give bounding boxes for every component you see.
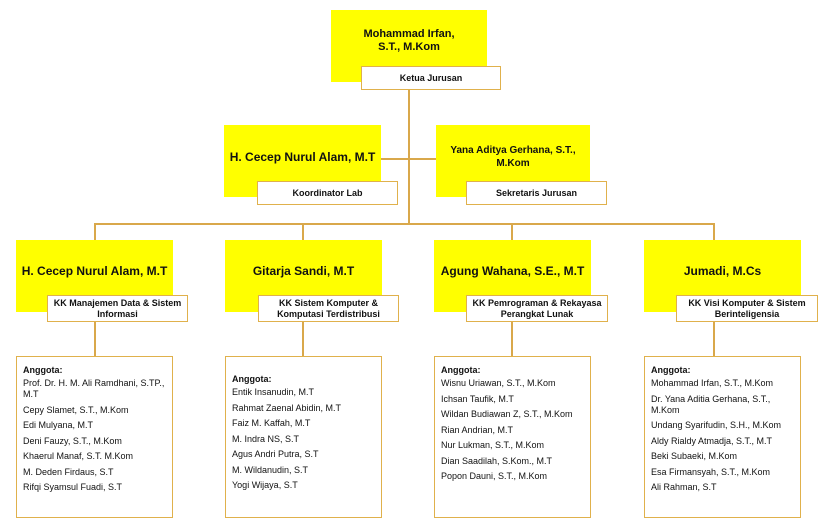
list-item: Yogi Wijaya, S.T <box>232 480 298 490</box>
members-heading: Anggota: <box>232 374 272 384</box>
members-heading: Anggota: <box>23 365 63 375</box>
list-item: Nur Lukman, S.T., M.Kom <box>441 440 545 450</box>
list-item: Khaerul Manaf, S.T. M.Kom <box>23 451 134 461</box>
connector-members-1 <box>94 321 96 357</box>
list-item: Ali Rahman, S.T <box>651 482 717 492</box>
group-title-box: KK Sistem Komputer & Komputasi Terdistri… <box>258 295 399 322</box>
connector-drop-3 <box>511 223 513 241</box>
list-item: Aldy Rialdy Atmadja, S.T., M.T <box>651 435 773 446</box>
coordinator-title: Koordinator Lab <box>292 187 363 198</box>
list-item: Entik Insanudin, M.T <box>232 387 315 397</box>
group-members-box: Anggota: Entik Insanudin, M.T Rahmat Zae… <box>225 356 382 518</box>
secretary-name: Yana Aditya Gerhana, S.T., M.Kom <box>450 145 576 169</box>
list-item: Rahmat Zaenal Abidin, M.T <box>232 402 342 413</box>
list-item: Wisnu Uriawan, S.T., M.Kom <box>441 378 556 388</box>
group-title-box: KK Manajemen Data & Sistem Informasi <box>47 295 188 322</box>
list-item: Deni Fauzy, S.T., M.Kom <box>23 435 122 446</box>
members-list: Wisnu Uriawan, S.T., M.Kom Ichsan Taufik… <box>441 378 584 482</box>
list-item: Agus Andri Putra, S.T <box>232 449 319 459</box>
list-item: Popon Dauni, S.T., M.Kom <box>441 471 548 481</box>
group-members-box: Anggota: Prof. Dr. H. M. Ali Ramdhani, S… <box>16 356 173 518</box>
list-item: Wildan Budiawan Z, S.T., M.Kom <box>441 409 573 419</box>
head-title-box: Ketua Jurusan <box>361 66 501 90</box>
coordinator-name: H. Cecep Nurul Alam, M.T <box>229 150 376 164</box>
list-item: Faiz M. Kaffah, M.T <box>232 418 311 428</box>
group-leader-name: Gitarja Sandi, M.T <box>252 264 355 278</box>
group-leader-name: Agung Wahana, S.E., M.T <box>440 264 585 278</box>
list-item: M. Wildanudin, S.T <box>232 464 309 475</box>
group-title: KK Manajemen Data & Sistem Informasi <box>53 297 182 319</box>
list-item: Undang Syarifudin, S.H., M.Kom <box>651 420 782 430</box>
group-title: KK Sistem Komputer & Komputasi Terdistri… <box>277 297 380 319</box>
list-item: Edi Mulyana, M.T <box>23 420 94 430</box>
secretary-title: Sekretaris Jurusan <box>495 187 578 198</box>
group-title-box: KK Pemrograman & Rekayasa Perangkat Luna… <box>466 295 608 322</box>
members-heading: Anggota: <box>441 365 481 375</box>
list-item: Ichsan Taufik, M.T <box>441 393 514 404</box>
connector-members-4 <box>713 321 715 357</box>
members-list: Entik Insanudin, M.T Rahmat Zaenal Abidi… <box>232 387 375 491</box>
group-leader-name: H. Cecep Nurul Alam, M.T <box>21 264 168 278</box>
list-item: Rifqi Syamsul Fuadi, S.T <box>23 482 123 492</box>
members-list: Mohammad Irfan, S.T., M.Kom Dr. Yana Adi… <box>651 378 794 493</box>
connector-head-down <box>408 90 410 224</box>
connector-drop-1 <box>94 223 96 241</box>
head-title: Ketua Jurusan <box>399 72 463 83</box>
list-item: M. Deden Firdaus, S.T <box>23 466 114 477</box>
connector-drop-4 <box>713 223 715 241</box>
list-item: Rian Andrian, M.T <box>441 424 514 435</box>
group-members-box: Anggota: Mohammad Irfan, S.T., M.Kom Dr.… <box>644 356 801 518</box>
secretary-title-box: Sekretaris Jurusan <box>466 181 607 205</box>
head-name: Mohammad Irfan, S.T., M.Kom <box>363 28 455 53</box>
list-item: Cepy Slamet, S.T., M.Kom <box>23 404 129 415</box>
list-item: Beki Subaeki, M.Kom <box>651 451 738 461</box>
connector-drop-2 <box>302 223 304 241</box>
list-item: Mohammad Irfan, S.T., M.Kom <box>651 378 774 388</box>
group-members-box: Anggota: Wisnu Uriawan, S.T., M.Kom Ichs… <box>434 356 591 518</box>
list-item: Prof. Dr. H. M. Ali Ramdhani, S.TP., M.T <box>23 378 165 399</box>
list-item: Dian Saadilah, S.Kom., M.T <box>441 455 553 466</box>
list-item: Dr. Yana Aditia Gerhana, S.T., M.Kom <box>651 393 771 415</box>
group-title-box: KK Visi Komputer & Sistem Berinteligensi… <box>676 295 818 322</box>
group-leader-name: Jumadi, M.Cs <box>683 264 762 278</box>
connector-members-3 <box>511 321 513 357</box>
connector-top-bus <box>94 223 714 225</box>
group-title: KK Pemrograman & Rekayasa Perangkat Luna… <box>472 297 602 319</box>
coordinator-title-box: Koordinator Lab <box>257 181 398 205</box>
connector-mid-horizontal <box>380 158 437 160</box>
connector-members-2 <box>302 321 304 357</box>
list-item: M. Indra NS, S.T <box>232 433 300 444</box>
list-item: Esa Firmansyah, S.T., M.Kom <box>651 466 771 477</box>
members-list: Prof. Dr. H. M. Ali Ramdhani, S.TP., M.T… <box>23 378 166 493</box>
members-heading: Anggota: <box>651 365 691 375</box>
group-title: KK Visi Komputer & Sistem Berinteligensi… <box>688 297 806 319</box>
